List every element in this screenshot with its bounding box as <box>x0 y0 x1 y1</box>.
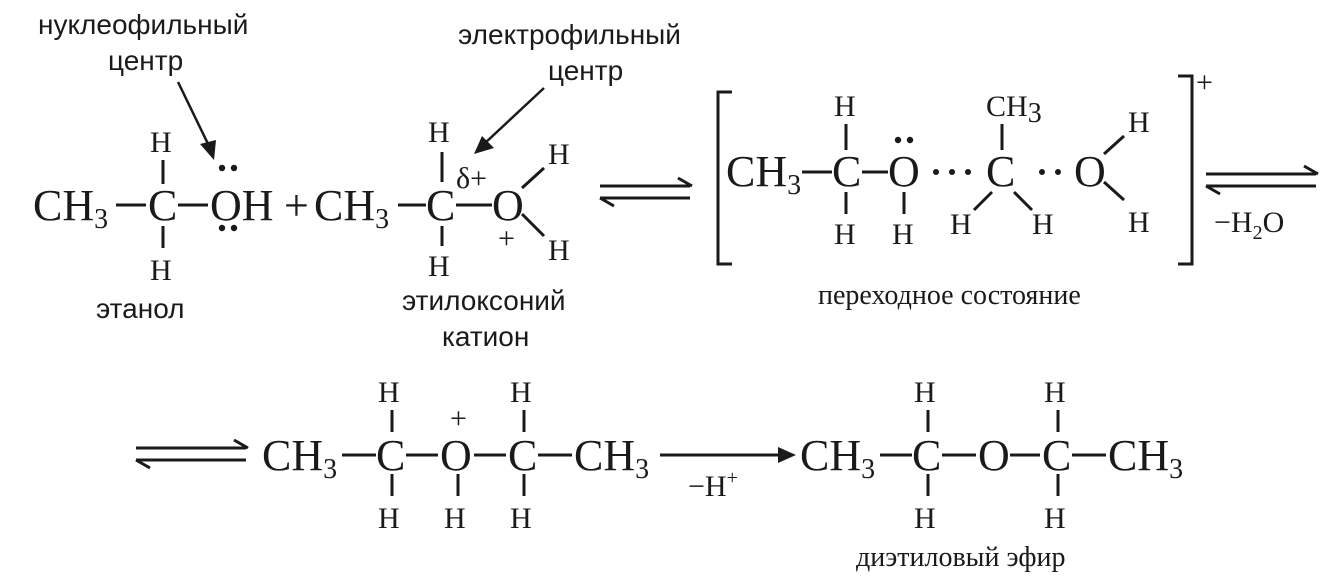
atom-ch3: CH3 <box>726 147 801 201</box>
atom-carbon: C <box>832 147 861 196</box>
atom-h-top-right: H <box>510 376 532 409</box>
electrophilic-label-line1: электрофильный <box>458 19 681 50</box>
atom-h-lower-right: H <box>548 234 570 267</box>
atom-ch3-top: CH3 <box>986 90 1042 129</box>
atom-carbon-left: C <box>912 431 941 480</box>
left-bracket <box>716 90 732 266</box>
atom-h-top: H <box>150 126 172 159</box>
condition-minus-proton: −H+ <box>688 467 738 503</box>
reaction-arrow-deprotonation: −H+ <box>660 447 796 503</box>
nucleophilic-pointer-arrow <box>176 81 216 160</box>
atom-oxygen: O <box>978 431 1010 480</box>
atom-carbon-central: C <box>986 147 1015 196</box>
ethyloxonium-cation: CH3 C O H H δ+ H H + этилоксоний катион <box>314 116 570 352</box>
atom-oxygen: O <box>888 147 920 196</box>
nucleophilic-label-line1: нуклеофильный <box>38 9 248 40</box>
atom-h-top: H <box>834 90 856 123</box>
plus-sign: + <box>284 181 309 230</box>
atom-h-oxygen: H <box>892 218 914 251</box>
atom-h-top: H <box>428 116 450 149</box>
atom-h-upper-right: H <box>548 138 570 171</box>
atom-h-oxygen: H <box>444 502 466 535</box>
atom-carbon-right: C <box>1042 431 1071 480</box>
atom-ch3-right: CH3 <box>1108 431 1183 485</box>
ethyloxonium-label-line1: этилоксоний <box>402 285 566 316</box>
protonated-diethyl-ether: CH3 C H H O + H C H H CH3 <box>262 376 649 535</box>
atom-carbon: C <box>426 181 455 230</box>
electrophilic-center-label: электрофильный центр <box>458 19 681 86</box>
atom-h-top-left: H <box>914 376 936 409</box>
atom-h-water-top: H <box>1128 106 1150 139</box>
atom-oxygen: O <box>440 431 472 480</box>
atom-ch3-left: CH3 <box>800 431 875 485</box>
ethanol-label: этанол <box>96 293 185 324</box>
atom-carbon: C <box>148 181 177 230</box>
nucleophilic-label-line2: центр <box>108 45 183 76</box>
transition-state: + CH3 C H H O H C CH3 H H O H H переходн… <box>716 66 1213 311</box>
transition-state-label: переходное состояние <box>818 280 1081 311</box>
atom-oh: OH <box>210 181 274 230</box>
atom-h-top-right: H <box>1044 376 1066 409</box>
atom-h-lower-left: H <box>950 208 972 241</box>
atom-h-lower-right: H <box>1032 208 1054 241</box>
atom-ch3: CH3 <box>314 181 389 235</box>
equilibrium-arrow-3 <box>135 438 249 470</box>
positive-charge: + <box>498 222 515 255</box>
atom-oxygen-water: O <box>1074 147 1106 196</box>
condition-minus-water: −H2O <box>1214 206 1284 244</box>
ethanol-molecule: CH3 C OH H H этанол <box>33 126 274 324</box>
atom-ch3-left: CH3 <box>262 431 337 485</box>
atom-h-bottom: H <box>150 254 172 287</box>
equilibrium-arrow-2: −H2O <box>1205 164 1319 244</box>
atom-oxygen: O <box>492 181 524 230</box>
electrophilic-label-line2: центр <box>548 55 623 86</box>
atom-h-bottom: H <box>834 218 856 251</box>
nucleophilic-center-label: нуклеофильный центр <box>38 9 248 76</box>
atom-h-bottom-left: H <box>914 502 936 535</box>
atom-carbon-left: C <box>376 431 405 480</box>
ethyloxonium-label-line2: катион <box>442 321 529 352</box>
atom-h-top-left: H <box>378 376 400 409</box>
equilibrium-arrow-1 <box>599 176 693 208</box>
atom-h-bottom: H <box>428 250 450 283</box>
atom-h-bottom-left: H <box>378 502 400 535</box>
delta-plus: δ+ <box>456 162 487 195</box>
electrophilic-pointer-arrow <box>474 87 545 154</box>
atom-ch3-right: CH3 <box>574 431 649 485</box>
atom-h-water-bottom: H <box>1128 206 1150 239</box>
diethyl-ether-label: диэтиловый эфир <box>856 542 1065 573</box>
diethyl-ether: CH3 C H H O C H H CH3 диэтиловый эфир <box>800 376 1183 573</box>
oxonium-charge: + <box>450 402 467 435</box>
right-bracket <box>1178 74 1194 266</box>
atom-carbon-right: C <box>508 431 537 480</box>
atom-ch3: CH3 <box>33 181 108 235</box>
atom-h-bottom-right: H <box>510 502 532 535</box>
atom-h-bottom-right: H <box>1044 502 1066 535</box>
bracket-charge: + <box>1196 66 1213 99</box>
